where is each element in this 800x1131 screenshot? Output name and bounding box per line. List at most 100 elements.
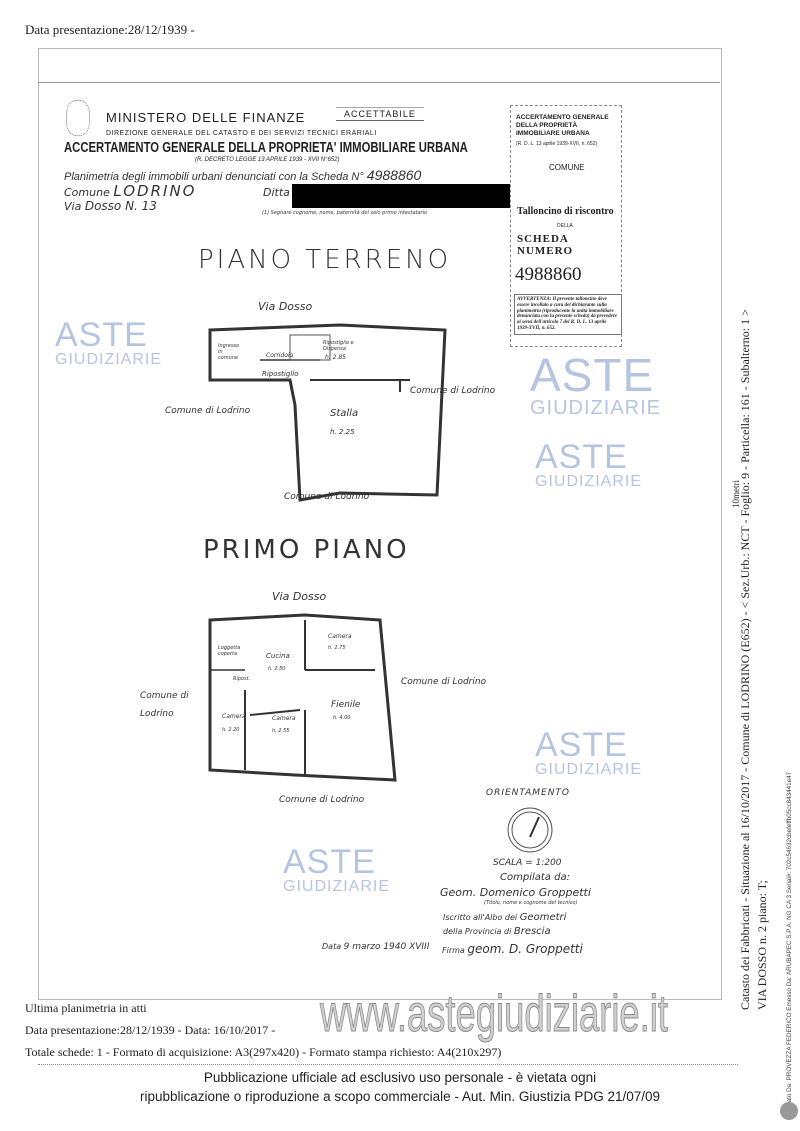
- pp-via-dosso: Via Dosso: [272, 590, 327, 603]
- ultima-planimetria: Ultima planimetria in atti: [25, 1001, 147, 1015]
- scala-label: SCALA = 1:200: [493, 858, 562, 868]
- footer-divider: [38, 1064, 738, 1065]
- pt-room-stalla-height: h. 2.25: [330, 428, 355, 436]
- footer-line1: Data presentazione:28/12/1939 - Data: 16…: [25, 1023, 276, 1037]
- talloncino-scheda: SCHEDA NUMERO: [517, 233, 574, 257]
- planimetria-label: Planimetria degli immobili urbani denunc…: [64, 171, 364, 183]
- pp-room-cucina: Cucina: [266, 652, 290, 660]
- data-presentazione-header: Data presentazione:28/12/1939 -: [25, 22, 195, 37]
- pt-boundary-east: Comune di Lodrino: [410, 386, 496, 396]
- orientamento-title: ORIENTAMENTO: [486, 788, 571, 798]
- comune-label: Comune: [64, 186, 110, 199]
- talloncino-title: Talloncino di riscontro: [517, 206, 614, 217]
- pp-boundary-south: Comune di Lodrino: [279, 795, 365, 805]
- via-value: Dosso N. 13: [84, 199, 157, 213]
- watermark-aste-text: ASTE: [55, 316, 148, 354]
- albo-line: Iscritto all'Albo dei Geometri: [443, 912, 566, 923]
- firma-value: geom. D. Groppetti: [467, 942, 583, 956]
- ministero-title: MINISTERO DELLE FINANZE: [106, 110, 306, 125]
- albo-value: Geometri: [519, 912, 567, 923]
- pp-room-camera-s-height: h. 2.55: [272, 728, 290, 734]
- publication-notice-2: ripubblicazione o riproduzione a scopo c…: [139, 1089, 660, 1104]
- sheet-frame: [38, 48, 722, 1000]
- watermark-giudiziarie-text: GIUDIZIARIE: [530, 397, 662, 419]
- catasto-vertical-line: Catasto dei Fabbricati - Situazione al 1…: [738, 309, 752, 1010]
- pt-boundary-west: Comune di Lodrino: [165, 406, 251, 416]
- pp-room-camera-ne-height: h. 2.75: [328, 645, 346, 651]
- watermark-aste-text: ASTE: [283, 843, 376, 881]
- frame-divider: [38, 82, 720, 83]
- footer-line2: Totale schede: 1 - Formato di acquisizio…: [25, 1045, 502, 1059]
- pp-boundary-east: Comune di Lodrino: [401, 677, 487, 687]
- scheda-number: 4988860: [366, 167, 422, 183]
- talloncino-number: 4988860: [515, 264, 582, 285]
- data-label: Data: [322, 942, 342, 951]
- ditta-label: Ditta: [263, 186, 290, 199]
- talloncino-decree: (R. D. L. 13 aprile 1939-XVII, n. 652): [516, 141, 598, 147]
- talloncino-box: ACCERTAMENTO GENERALE DELLA PROPRIETÀ IM…: [510, 105, 622, 347]
- compilata-label: Compilata da:: [500, 872, 570, 883]
- watermark-aste-text: ASTE: [535, 438, 628, 476]
- comune-value: LODRINO: [113, 182, 197, 200]
- planimetria-line: Planimetria degli immobili urbani denunc…: [64, 167, 421, 183]
- via-dosso-vertical: VIA DOSSO n. 2 piano: T;: [755, 880, 769, 1010]
- compass-icon: [507, 807, 553, 853]
- compilata-name-note: (Titolo, nome e cognome del tecnico): [484, 900, 578, 906]
- talloncino-comune: COMUNE: [549, 163, 585, 172]
- pt-room-corridoio: Corridoio: [266, 352, 294, 359]
- ditta-note: (1) Segnare cognome, nome, paternità del…: [262, 210, 428, 216]
- pp-boundary-west: Comune di Lodrino: [140, 691, 189, 719]
- decree-line: (R. DECRETO LEGGE 13 APRILE 1939 - XVII …: [195, 157, 340, 163]
- pt-via-dosso: Via Dosso: [258, 300, 313, 313]
- pp-room-camera-ne: Camera: [328, 633, 352, 640]
- watermark-url: www.astegiudiziarie.it: [320, 985, 669, 1043]
- data-value: 9 marzo 1940 XVIII: [343, 942, 430, 952]
- provincia-line: della Provincia di Brescia: [443, 926, 551, 937]
- pp-room-loggetta: Loggetta coperta: [218, 645, 241, 657]
- pt-room-stalla: Stalla: [330, 408, 359, 419]
- piano-terreno-title: PIANO TERRENO: [198, 245, 452, 275]
- pp-room-camera-sw-height: h. 2.20: [222, 727, 240, 733]
- watermark-giudiziarie-text: GIUDIZIARIE: [535, 761, 643, 778]
- watermark-giudiziarie-text: GIUDIZIARIE: [283, 878, 391, 895]
- primo-piano-plan: [208, 613, 397, 782]
- pp-room-fienile: Fienile: [331, 700, 361, 710]
- albo-label: Iscritto all'Albo dei: [443, 913, 518, 922]
- piano-terreno-plan: [208, 323, 447, 502]
- firma-label: Firma: [442, 946, 465, 955]
- provincia-value: Brescia: [513, 926, 551, 937]
- accettabile-stamp: ACCETTABILE: [336, 107, 424, 121]
- talloncino-heading: ACCERTAMENTO GENERALE DELLA PROPRIETÀ IM…: [516, 114, 609, 137]
- pp-room-camera-sw: Camera: [222, 713, 246, 720]
- watermark-aste-text: ASTE: [535, 726, 628, 764]
- pt-boundary-south: Comune di Lodrino: [284, 492, 370, 502]
- signature-seal-icon: [780, 1102, 798, 1120]
- form-title: ACCERTAMENTO GENERALE DELLA PROPRIETA' I…: [64, 140, 468, 156]
- pt-room-ingresso: Ingresso in comune: [218, 343, 240, 361]
- direzione-line: DIREZIONE GENERALE DEL CATASTO E DEI SER…: [106, 130, 377, 137]
- watermark-giudiziarie-text: GIUDIZIARIE: [535, 473, 643, 490]
- firma-line: Firma geom. D. Groppetti: [442, 942, 583, 956]
- watermark-giudiziarie-text: GIUDIZIARIE: [55, 351, 163, 368]
- data-line: Data 9 marzo 1940 XVIII: [322, 942, 429, 952]
- talloncino-avvertenza: AVVERTENZA: Il presente talloncino deve …: [514, 294, 622, 335]
- pt-room-dispensa: Ripostiglio e Dispensa: [323, 340, 354, 352]
- digital-signature-text: Firmato Da: PROVEZZA FEDERICO Emesso Da:…: [786, 771, 793, 1115]
- publication-notice-1: Pubblicazione ufficiale ad esclusivo uso…: [203, 1070, 597, 1085]
- primo-piano-title: PRIMO PIANO: [203, 535, 410, 565]
- provincia-label: della Provincia di: [443, 927, 512, 936]
- compilata-name: Geom. Domenico Groppetti: [440, 886, 591, 899]
- redaction-box: [292, 184, 510, 208]
- pp-room-ripost: Ripost.: [233, 676, 251, 682]
- emblem-icon: [66, 100, 90, 136]
- pt-room-dispensa-height: h. 2.85: [325, 354, 346, 361]
- pp-room-cucina-height: h. 2.50: [268, 666, 286, 672]
- watermark-aste-text: ASTE: [530, 349, 655, 401]
- pp-room-fienile-height: h. 4.00: [333, 715, 351, 721]
